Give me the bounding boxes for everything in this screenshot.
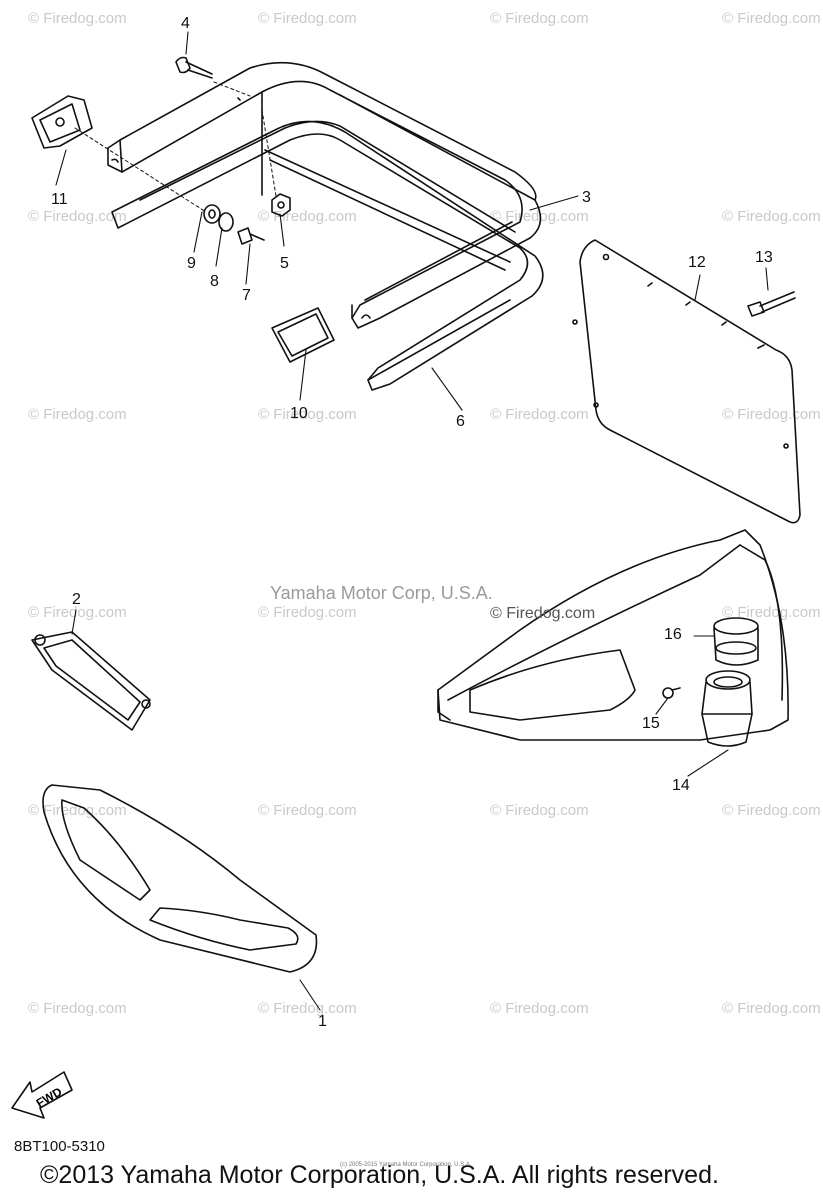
watermark: © Firedog.com xyxy=(490,208,589,225)
callout-10: 10 xyxy=(290,405,308,422)
callout-16: 16 xyxy=(664,626,682,643)
copyright-footer: ©2013 Yamaha Motor Corporation, U.S.A. A… xyxy=(40,1161,719,1189)
callout-15: 15 xyxy=(642,715,660,732)
part-3-rail xyxy=(107,61,542,329)
part-16-boot xyxy=(713,617,759,666)
watermark: © Firedog.com xyxy=(722,604,821,621)
part-14-fitting xyxy=(701,670,753,747)
callout-13: 13 xyxy=(755,249,773,266)
watermark: © Firedog.com xyxy=(722,406,821,423)
leader-lines xyxy=(55,31,769,1011)
watermark: © Firedog.com xyxy=(722,208,821,225)
tiny-copyright: (c) 2005-2015 Yamaha Motor Corporation, … xyxy=(340,1162,472,1168)
watermark: © Firedog.com xyxy=(28,1000,127,1017)
callout-3: 3 xyxy=(582,189,591,206)
part-6-channel xyxy=(111,120,544,391)
watermark: © Firedog.com xyxy=(258,604,357,621)
watermark: © Firedog.com xyxy=(722,10,821,27)
watermark: © Firedog.com xyxy=(722,802,821,819)
watermark: © Firedog.com xyxy=(28,802,127,819)
watermark: © Firedog.com xyxy=(490,10,589,27)
watermark: © Firedog.com xyxy=(258,208,357,225)
part-9-washer xyxy=(203,204,221,224)
callout-9: 9 xyxy=(187,255,196,272)
callout-14: 14 xyxy=(672,777,690,794)
watermark: © Firedog.com xyxy=(490,406,589,423)
part-10-cap xyxy=(271,307,335,363)
part-4-screw xyxy=(175,56,213,79)
diagram-code: 8BT100-5310 xyxy=(14,1138,105,1155)
callout-8: 8 xyxy=(210,273,219,290)
callout-5: 5 xyxy=(280,255,289,272)
watermark: © Firedog.com xyxy=(28,604,127,621)
watermark: © Firedog.com xyxy=(258,10,357,27)
watermark: © Firedog.com xyxy=(28,10,127,27)
callout-2: 2 xyxy=(72,591,81,608)
part-8-washer xyxy=(218,212,234,232)
part-11-bracket xyxy=(31,95,93,149)
watermark: © Firedog.com xyxy=(258,802,357,819)
callout-6: 6 xyxy=(456,413,465,430)
callout-11: 11 xyxy=(51,191,68,208)
watermark: © Firedog.com xyxy=(490,1000,589,1017)
part-13-rivet xyxy=(747,291,796,317)
callout-4: 4 xyxy=(181,15,190,32)
center-credit: Yamaha Motor Corp, U.S.A. xyxy=(270,583,493,603)
watermark: © Firedog.com xyxy=(722,1000,821,1017)
center-credit-watermark: © Firedog.com xyxy=(490,605,596,622)
part-15-pin xyxy=(662,687,681,699)
part-1-cover xyxy=(42,784,318,973)
watermark: © Firedog.com xyxy=(258,406,357,423)
part-5-nut xyxy=(271,193,291,217)
callout-1: 1 xyxy=(318,1013,327,1030)
fwd-arrow-icon xyxy=(11,1071,73,1119)
part-12-panel xyxy=(572,239,801,524)
watermark: © Firedog.com xyxy=(28,406,127,423)
callout-12: 12 xyxy=(688,254,706,271)
watermark: © Firedog.com xyxy=(490,802,589,819)
watermark: © Firedog.com xyxy=(28,208,127,225)
hull-section xyxy=(437,529,789,741)
callout-7: 7 xyxy=(242,287,251,304)
part-2-grille xyxy=(31,631,151,731)
part-7-screw xyxy=(237,227,265,245)
watermark: © Firedog.com xyxy=(258,1000,357,1017)
